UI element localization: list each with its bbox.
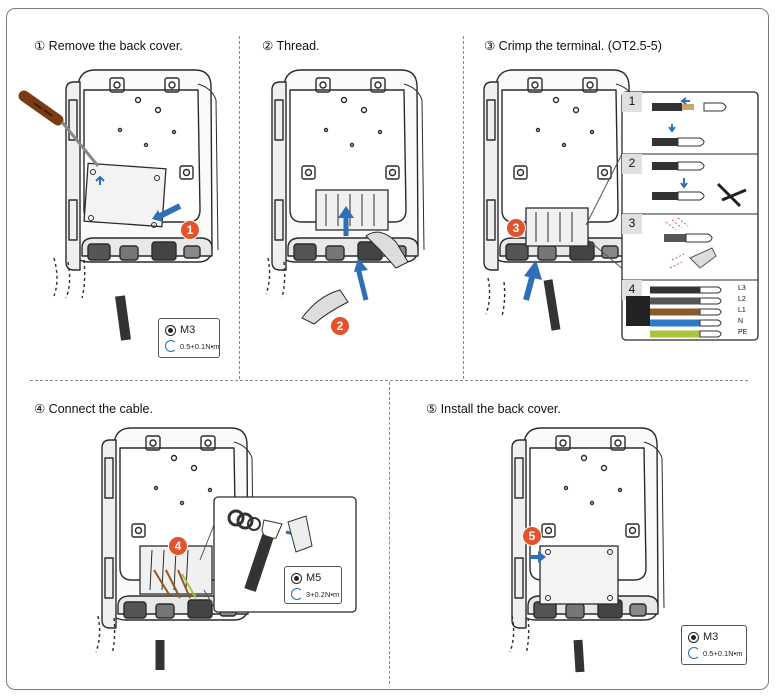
step-5-title: ⑤ Install the back cover. <box>426 402 561 416</box>
rotate-icon <box>165 340 177 352</box>
divider-vertical-3 <box>389 382 390 684</box>
step-5-illustration <box>509 427 665 673</box>
crimp-step-number-3: 3 <box>628 216 636 230</box>
torque-spec-install: M3 0.5+0.1N•m <box>681 625 747 665</box>
torque-spec-cable: M5 3+0.2N•m <box>284 566 342 604</box>
torque-value: 0.5+0.1N•m <box>180 341 220 351</box>
torque-spec-cover: M3 0.5+0.1N•m <box>158 318 220 358</box>
wire-label-l3: L3 <box>738 285 746 292</box>
screw-size: M3 <box>180 324 196 336</box>
diagram-frame <box>6 8 769 690</box>
step-2-illustration <box>265 69 425 325</box>
step-1-illustration <box>18 69 219 341</box>
rotate-icon <box>688 647 700 659</box>
rotate-icon <box>291 588 303 600</box>
bolt-icon <box>165 324 176 336</box>
divider-vertical-2 <box>463 36 464 379</box>
callout-badge-3: 3 <box>507 219 525 237</box>
step-3-title: ③ Crimp the terminal. (OT2.5-5) <box>484 39 662 53</box>
wire-label-l1: L1 <box>738 307 746 314</box>
divider-vertical-1 <box>239 36 240 379</box>
step-4-title: ④ Connect the cable. <box>34 402 153 416</box>
callout-badge-5: 5 <box>523 527 541 545</box>
step-3-illustration <box>483 69 759 341</box>
wire-label-pe: PE <box>738 329 748 336</box>
step-1-title: ① Remove the back cover. <box>34 39 183 53</box>
crimp-step-number-2: 2 <box>628 156 636 170</box>
step-4-illustration <box>95 427 357 670</box>
callout-badge-4: 4 <box>169 537 187 555</box>
screw-size: M5 <box>306 572 322 584</box>
torque-value: 3+0.2N•m <box>306 589 340 599</box>
bolt-icon <box>688 631 699 643</box>
callout-badge-2: 2 <box>331 317 349 335</box>
step-2-title: ② Thread. <box>262 39 320 53</box>
divider-horizontal <box>30 380 748 381</box>
callout-badge-1: 1 <box>181 221 199 239</box>
crimp-step-number-4: 4 <box>628 282 636 296</box>
wire-label-n: N <box>738 318 744 325</box>
screw-size: M3 <box>703 631 719 643</box>
crimp-step-number-1: 1 <box>628 94 636 108</box>
torque-value: 0.5+0.1N•m <box>703 648 743 658</box>
wire-label-l2: L2 <box>738 296 746 303</box>
bolt-icon <box>291 572 302 584</box>
